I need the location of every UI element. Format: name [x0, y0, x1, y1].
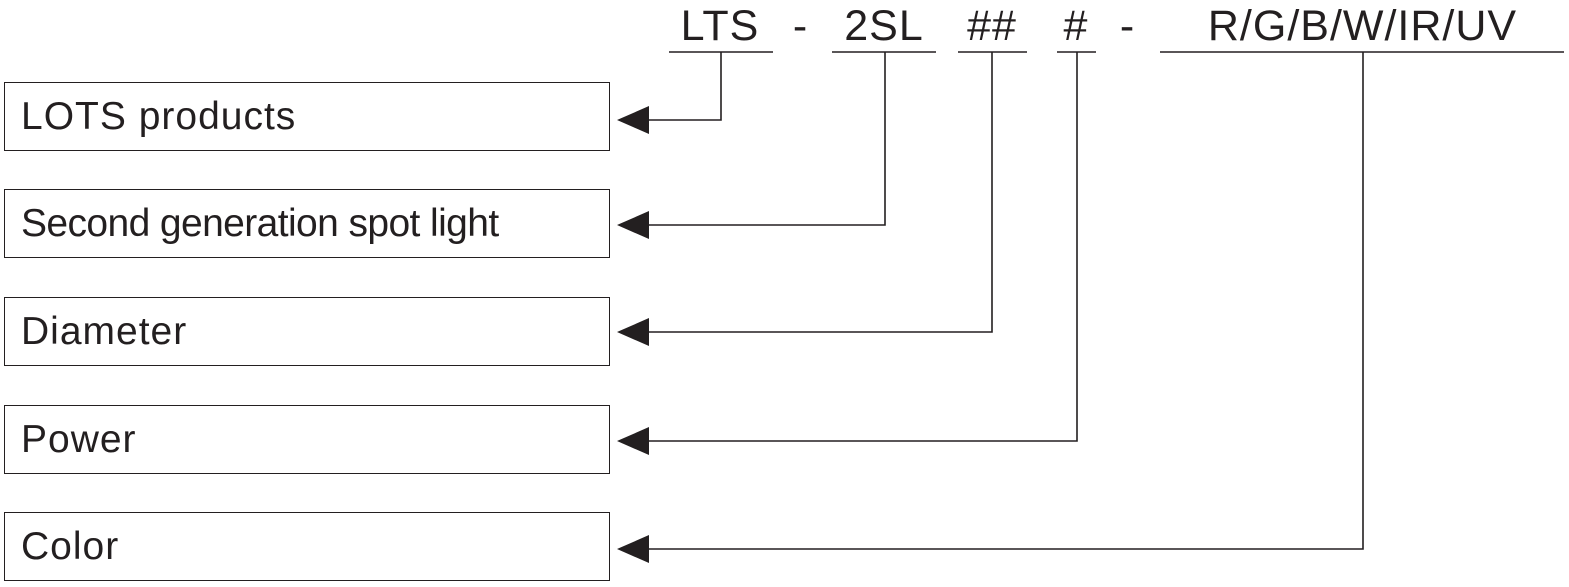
- label-power: Power: [21, 418, 137, 461]
- arrowhead-second-generation: [617, 211, 649, 239]
- label-lots-products: LOTS products: [21, 95, 297, 138]
- code-part-2sl: 2SL: [844, 2, 924, 50]
- leader-lots-products: [648, 52, 722, 121]
- arrowhead-power: [617, 427, 649, 455]
- arrowhead-lots-products: [617, 106, 649, 134]
- label-box-power: Power: [4, 405, 610, 474]
- label-second-generation: Second generation spot light: [21, 202, 499, 245]
- arrowhead-color: [617, 535, 649, 563]
- arrowhead-diameter: [617, 318, 649, 346]
- code-part-color: R/G/B/W/IR/UV: [1207, 2, 1518, 50]
- code-part-diameter: ##: [967, 2, 1017, 50]
- code-part-power: #: [1063, 2, 1089, 50]
- leader-color: [648, 52, 1364, 550]
- label-color: Color: [21, 525, 120, 568]
- leader-diameter: [648, 52, 993, 333]
- code-separator-1: -: [792, 2, 808, 50]
- label-box-second-generation: Second generation spot light: [4, 189, 610, 258]
- label-box-color: Color: [4, 512, 610, 581]
- code-part-lts: LTS: [680, 2, 760, 50]
- label-box-lots-products: LOTS products: [4, 82, 610, 151]
- leader-second-generation: [648, 52, 886, 226]
- code-separator-2: -: [1119, 2, 1135, 50]
- label-diameter: Diameter: [21, 310, 188, 353]
- label-box-diameter: Diameter: [4, 297, 610, 366]
- leader-power: [648, 52, 1078, 442]
